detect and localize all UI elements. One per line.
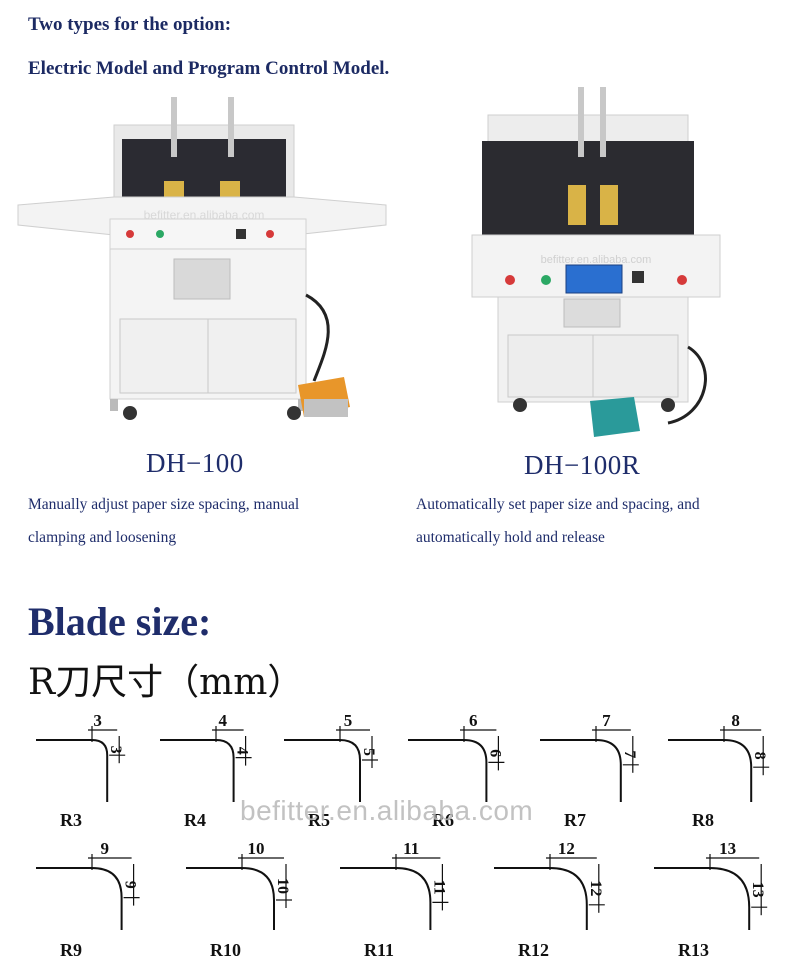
blade-label-r7: R7 — [564, 810, 586, 830]
blade-dimension-top: 7 — [602, 711, 611, 730]
blade-dimension-top: 6 — [469, 711, 478, 730]
description-line: clamping and loosening — [28, 529, 177, 546]
blade-dimension-side: 4 — [234, 747, 251, 755]
blade-dimension-top: 10 — [248, 839, 265, 858]
description-line: automatically hold and release — [416, 529, 605, 546]
blade-size-subtitle-cn: R刀尺寸（mm） — [28, 662, 304, 703]
blade-dimension-side: 10 — [274, 878, 291, 894]
blade-diagram-r13: 13 13 — [654, 839, 768, 930]
model-description-dh100: Manually adjust paper size spacing, manu… — [28, 488, 299, 554]
blade-dimension-side: 11 — [430, 880, 447, 895]
blade-diagram-r6: 66 — [408, 711, 505, 802]
blade-dimension-side: 3 — [107, 746, 124, 754]
watermark: befitter.en.alibaba.com — [240, 795, 534, 826]
blade-dimension-side: 12 — [587, 880, 604, 896]
blade-diagram-r9: 99 — [36, 839, 140, 930]
description-line: Automatically set paper size and spacing… — [416, 496, 700, 513]
blade-dimension-top: 4 — [219, 711, 228, 730]
blade-label-r13: R13 — [678, 940, 709, 960]
blade-dimension-top: 13 — [719, 839, 736, 858]
blade-dimension-top: 8 — [731, 711, 740, 730]
blade-dimension-top: 9 — [101, 839, 110, 858]
blade-dimension-top: 5 — [344, 711, 353, 730]
blade-diagram-r12: 12 12 — [494, 839, 605, 930]
photo-watermark: befitter.en.alibaba.com — [541, 254, 652, 266]
machine-dh100r-photo: befitter.en.alibaba.com — [471, 87, 721, 437]
blade-dimension-top: 11 — [403, 839, 419, 858]
model-description-dh100r: Automatically set paper size and spacing… — [416, 488, 700, 554]
blade-label-r8: R8 — [692, 810, 714, 830]
blade-diagram-r10: 10 10 — [186, 839, 292, 930]
header-line-1: Two types for the option: — [28, 14, 232, 35]
model-name-dh100: DH−100 — [146, 448, 244, 478]
blade-dimension-top: 3 — [93, 711, 102, 730]
blade-diagram-r11: 11 11 — [340, 839, 449, 930]
machine-dh100-photo: befitter.en.alibaba.com — [17, 97, 387, 420]
blade-label-r9: R9 — [60, 940, 82, 960]
model-name-dh100r: DH−100R — [524, 450, 641, 480]
blade-dimension-side: 6 — [486, 749, 503, 757]
blade-diagram-r4: 44 — [160, 711, 252, 802]
blade-diagram-r7: 77 — [540, 711, 639, 802]
blade-label-r6: R6 — [432, 810, 454, 830]
blade-dimension-side: 7 — [621, 750, 638, 758]
blade-dimension-side: 13 — [749, 882, 766, 898]
blade-label-r3: R3 — [60, 810, 82, 830]
photo-watermark: befitter.en.alibaba.com — [144, 208, 265, 222]
blade-dimension-side: 5 — [360, 748, 377, 756]
blade-label-r12: R12 — [518, 940, 549, 960]
blade-diagram-r5: 55 — [284, 711, 378, 802]
header-line-2: Electric Model and Program Control Model… — [28, 58, 390, 79]
blade-dimension-side: 8 — [751, 752, 768, 760]
blade-diagram-r8: 88 — [668, 711, 770, 802]
blade-dimension-top: 12 — [558, 839, 575, 858]
description-line: Manually adjust paper size spacing, manu… — [28, 496, 300, 513]
blade-label-r11: R11 — [364, 940, 395, 960]
blade-diagram-r3: 33 — [36, 711, 126, 802]
blade-label-r5: R5 — [308, 810, 330, 830]
blade-label-r10: R10 — [210, 940, 241, 960]
blade-size-title: Blade size: — [28, 599, 212, 644]
blade-dimension-side: 9 — [122, 881, 139, 889]
blade-label-r4: R4 — [184, 810, 206, 830]
